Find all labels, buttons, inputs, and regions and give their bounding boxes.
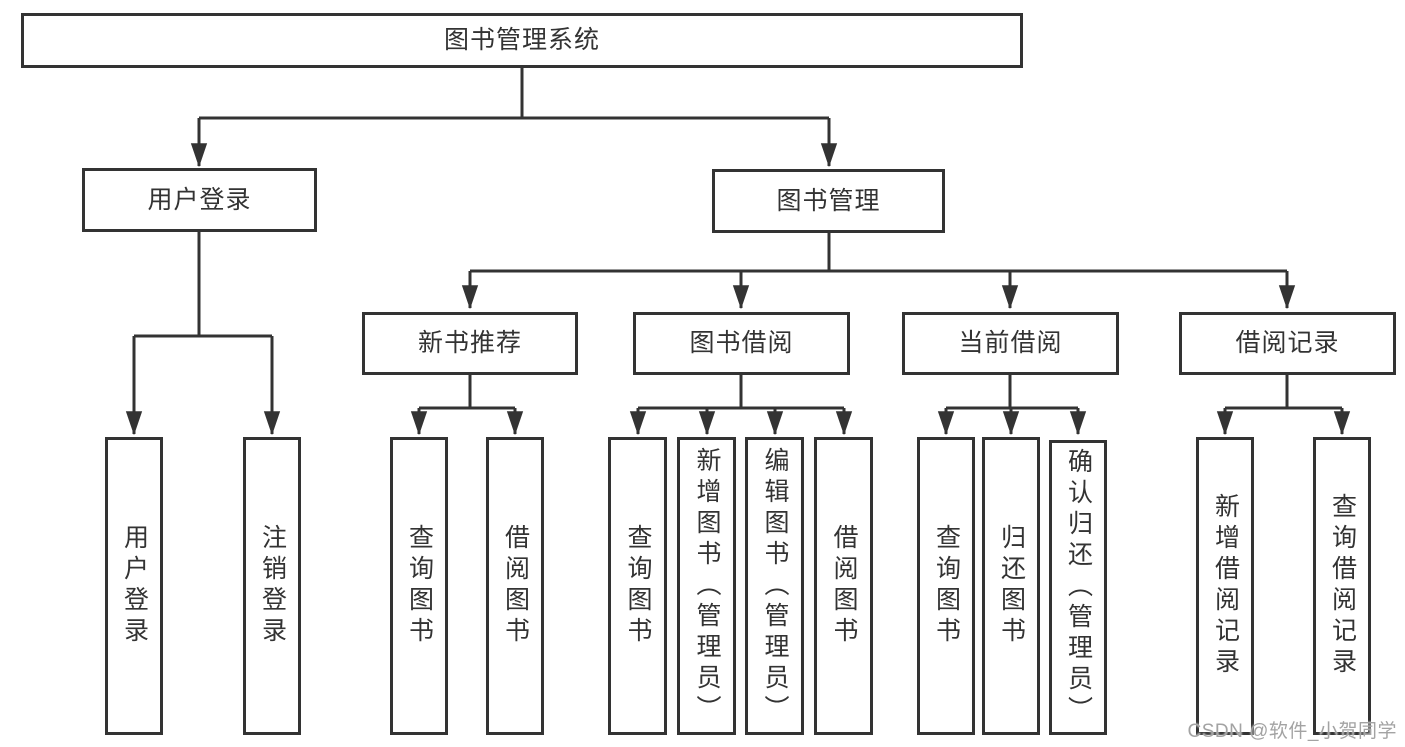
node-user-login-label: 用户登录 — [147, 185, 252, 214]
leaf-rec-query-books: 查询图书 — [390, 437, 448, 735]
leaf-br-add-record-label: 新增借阅记录 — [1211, 493, 1240, 679]
leaf-rec-borrow-books: 借阅图书 — [486, 437, 544, 735]
leaf-br-query-record-label: 查询借阅记录 — [1328, 493, 1357, 679]
leaf-bb-edit-books: 编辑图书（管理员） — [745, 437, 804, 735]
leaf-logout: 注销登录 — [243, 437, 301, 735]
watermark: CSDN @软件_小贺同学 — [1187, 721, 1397, 742]
leaf-cb-return-books-label: 归还图书 — [997, 524, 1026, 648]
leaf-cb-query-books: 查询图书 — [917, 437, 975, 735]
leaf-cb-confirm-return: 确认归还（管理员） — [1049, 440, 1107, 735]
leaf-cb-return-books: 归还图书 — [982, 437, 1040, 735]
leaf-cb-query-books-label: 查询图书 — [932, 524, 961, 648]
node-root: 图书管理系统 — [21, 13, 1023, 68]
leaf-bb-edit-books-label: 编辑图书（管理员） — [761, 446, 789, 726]
node-borrow-records-label: 借阅记录 — [1235, 329, 1340, 357]
node-book-borrow-label: 图书借阅 — [689, 329, 794, 357]
node-user-login: 用户登录 — [82, 168, 317, 232]
leaf-bb-add-books-label: 新增图书（管理员） — [693, 446, 721, 726]
leaf-rec-query-books-label: 查询图书 — [405, 524, 434, 648]
node-new-book-rec: 新书推荐 — [362, 312, 578, 375]
node-current-borrow-label: 当前借阅 — [958, 329, 1063, 357]
node-book-borrow: 图书借阅 — [633, 312, 850, 375]
leaf-user-login-label: 用户登录 — [120, 524, 149, 648]
leaf-bb-query-books: 查询图书 — [608, 437, 667, 735]
node-book-mgmt: 图书管理 — [712, 169, 945, 233]
leaf-bb-borrow-books: 借阅图书 — [814, 437, 873, 735]
node-book-mgmt-label: 图书管理 — [776, 186, 881, 215]
leaf-rec-borrow-books-label: 借阅图书 — [501, 524, 530, 648]
leaf-bb-query-books-label: 查询图书 — [624, 524, 652, 648]
node-root-label: 图书管理系统 — [443, 26, 600, 54]
leaf-br-add-record: 新增借阅记录 — [1196, 437, 1254, 735]
leaf-bb-borrow-books-label: 借阅图书 — [830, 524, 858, 648]
leaf-bb-add-books: 新增图书（管理员） — [677, 437, 736, 735]
leaf-user-login: 用户登录 — [105, 437, 163, 735]
node-borrow-records: 借阅记录 — [1179, 312, 1396, 375]
leaf-cb-confirm-return-label: 确认归还（管理员） — [1064, 448, 1093, 727]
node-new-book-rec-label: 新书推荐 — [417, 329, 522, 357]
leaf-br-query-record: 查询借阅记录 — [1313, 437, 1371, 735]
connector-trunks — [134, 68, 1342, 410]
leaf-logout-label: 注销登录 — [258, 524, 287, 648]
node-current-borrow: 当前借阅 — [902, 312, 1119, 375]
